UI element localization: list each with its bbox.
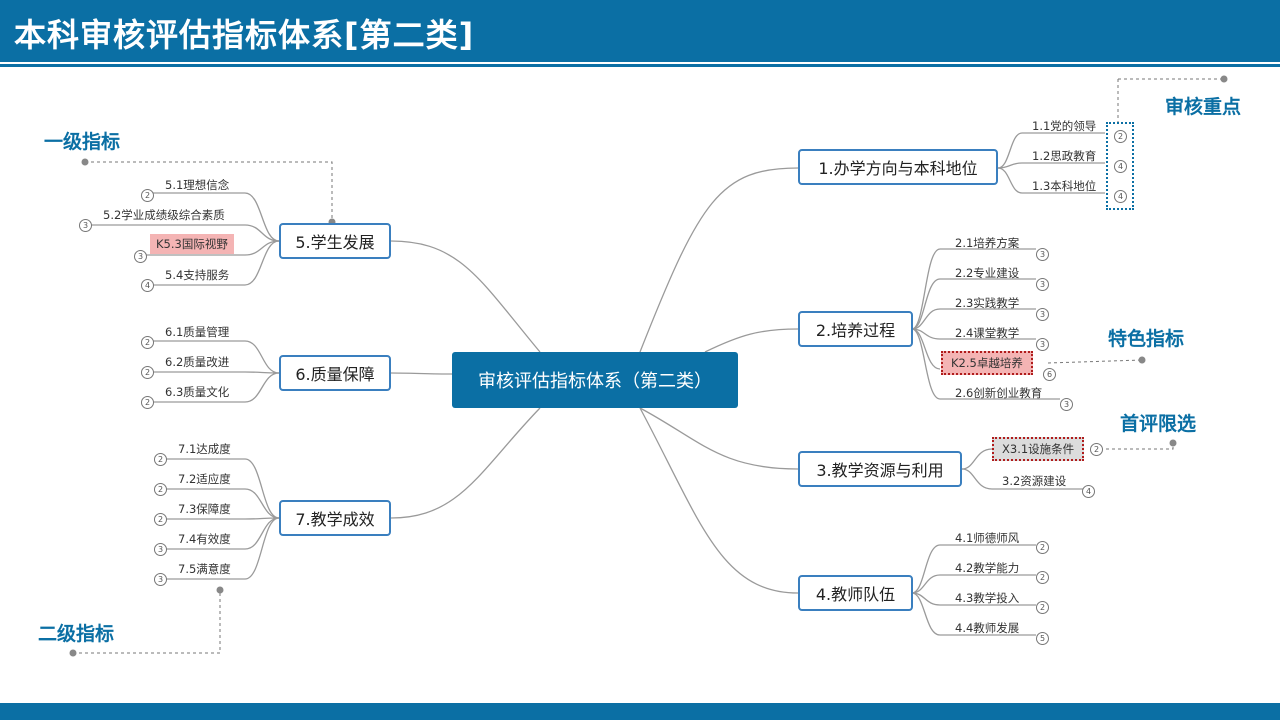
count-badge: 3: [134, 250, 147, 263]
count-badge: 3: [154, 573, 167, 586]
node-2-3[interactable]: 2.3实践教学: [955, 296, 1020, 310]
node-1[interactable]: 1.办学方向与本科地位: [798, 149, 998, 185]
node-3-2[interactable]: 3.2资源建设: [1002, 474, 1067, 488]
node-5-4[interactable]: 5.4支持服务: [165, 268, 230, 282]
node-2-2[interactable]: 2.2专业建设: [955, 266, 1020, 280]
node-1-2[interactable]: 1.2思政教育: [1032, 149, 1097, 163]
count-badge: 3: [1060, 398, 1073, 411]
node-2-1[interactable]: 2.1培养方案: [955, 236, 1020, 250]
node-6-2[interactable]: 6.2质量改进: [165, 355, 230, 369]
node-7-1[interactable]: 7.1达成度: [178, 442, 231, 456]
node-1-3[interactable]: 1.3本科地位: [1032, 179, 1097, 193]
node-7[interactable]: 7.教学成效: [279, 500, 391, 536]
node-6-3[interactable]: 6.3质量文化: [165, 385, 230, 399]
annotation-special: 特色指标: [1108, 328, 1185, 350]
count-badge: 4: [141, 279, 154, 292]
count-badge: 5: [1036, 632, 1049, 645]
count-badge: 6: [1043, 368, 1056, 381]
node-4-1[interactable]: 4.1师德师风: [955, 531, 1020, 545]
node-7-3[interactable]: 7.3保障度: [178, 502, 231, 516]
count-badge: 2: [1036, 571, 1049, 584]
count-badge: 2: [154, 453, 167, 466]
node-4-3[interactable]: 4.3教学投入: [955, 591, 1020, 605]
title-divider: [0, 64, 1280, 67]
node-6[interactable]: 6.质量保障: [279, 355, 391, 391]
count-badge: 2: [1114, 130, 1127, 143]
node-5-3-special[interactable]: K5.3国际视野: [150, 234, 234, 254]
count-badge: 4: [1082, 485, 1095, 498]
count-badge: 2: [154, 513, 167, 526]
node-2-5-special[interactable]: K2.5卓越培养: [941, 351, 1033, 375]
annotation-level2: 二级指标: [38, 623, 115, 645]
count-badge: 2: [141, 396, 154, 409]
count-badge: 4: [1114, 190, 1127, 203]
count-badge: 3: [1036, 248, 1049, 261]
annotation-first-eval: 首评限选: [1120, 413, 1197, 435]
count-badge: 3: [1036, 308, 1049, 321]
node-6-1[interactable]: 6.1质量管理: [165, 325, 230, 339]
node-7-4[interactable]: 7.4有效度: [178, 532, 231, 546]
count-badge: 4: [1114, 160, 1127, 173]
count-badge: 2: [141, 189, 154, 202]
count-badge: 2: [141, 336, 154, 349]
node-2-6[interactable]: 2.6创新创业教育: [955, 386, 1043, 400]
count-badge: 3: [1036, 278, 1049, 291]
title-bar: 本科审核评估指标体系[第二类]: [0, 0, 1280, 62]
count-badge: 3: [1036, 338, 1049, 351]
node-1-1[interactable]: 1.1党的领导: [1032, 119, 1097, 133]
node-4-2[interactable]: 4.2教学能力: [955, 561, 1020, 575]
node-3[interactable]: 3.教学资源与利用: [798, 451, 962, 487]
root-node[interactable]: 审核评估指标体系（第二类）: [452, 352, 738, 408]
node-2-4[interactable]: 2.4课堂教学: [955, 326, 1020, 340]
count-badge: 2: [1036, 541, 1049, 554]
count-badge: 2: [154, 483, 167, 496]
count-badge: 2: [1090, 443, 1103, 456]
node-7-2[interactable]: 7.2适应度: [178, 472, 231, 486]
count-badge: 2: [141, 366, 154, 379]
node-4-4[interactable]: 4.4教师发展: [955, 621, 1020, 635]
count-badge: 2: [1036, 601, 1049, 614]
node-5-2[interactable]: 5.2学业成绩级综合素质: [103, 208, 225, 222]
node-5[interactable]: 5.学生发展: [279, 223, 391, 259]
annotation-level1: 一级指标: [44, 131, 121, 153]
node-4[interactable]: 4.教师队伍: [798, 575, 913, 611]
footer-bar: [0, 703, 1280, 720]
count-badge: 3: [154, 543, 167, 556]
key-points-box: [1106, 122, 1134, 210]
node-2[interactable]: 2.培养过程: [798, 311, 913, 347]
node-7-5[interactable]: 7.5满意度: [178, 562, 231, 576]
annotation-key-points: 审核重点: [1165, 96, 1242, 118]
count-badge: 3: [79, 219, 92, 232]
node-5-1[interactable]: 5.1理想信念: [165, 178, 230, 192]
node-3-1-first-eval[interactable]: X3.1设施条件: [992, 437, 1085, 461]
page-title: 本科审核评估指标体系[第二类]: [14, 16, 475, 54]
